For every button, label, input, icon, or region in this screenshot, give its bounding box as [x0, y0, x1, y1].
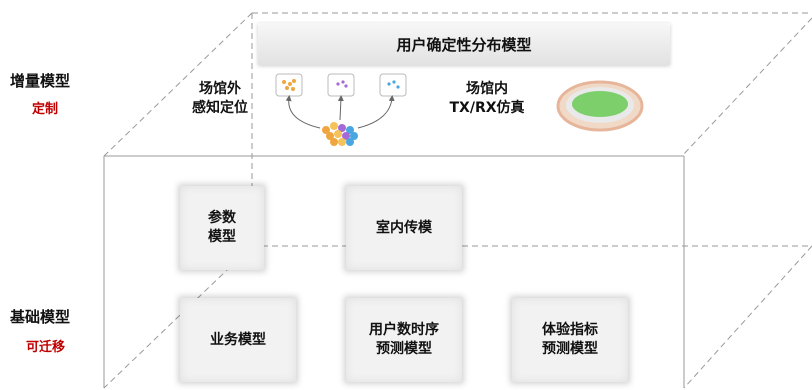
cluster-card-3 — [379, 73, 407, 97]
incremental-model-subtitle: 定制 — [32, 102, 59, 117]
cluster-card-1 — [275, 73, 303, 97]
incremental-model-title: 增量模型 — [10, 72, 71, 90]
stadium-icon — [556, 80, 644, 132]
outdoor-sensing-label: 场馆外 感知定位 — [192, 81, 248, 116]
param-model-box: 参数 模型 — [180, 186, 264, 270]
user-distribution-banner: 用户确定性分布模型 — [258, 23, 670, 65]
service-model-box: 业务模型 — [180, 298, 296, 382]
base-model-subtitle: 可迁移 — [26, 340, 66, 355]
indoor-propagation-box: 室内传模 — [346, 186, 462, 270]
base-model-title: 基础模型 — [10, 308, 71, 326]
experience-kpi-box: 体验指标 预测模型 — [512, 298, 628, 382]
cluster-merged — [322, 122, 358, 146]
cluster-card-2 — [327, 73, 355, 97]
indoor-simulation-label: 场馆内 TX/RX仿真 — [449, 81, 525, 116]
cluster-illustration — [275, 73, 407, 146]
user-timeseries-box: 用户数时序 预测模型 — [346, 298, 462, 382]
